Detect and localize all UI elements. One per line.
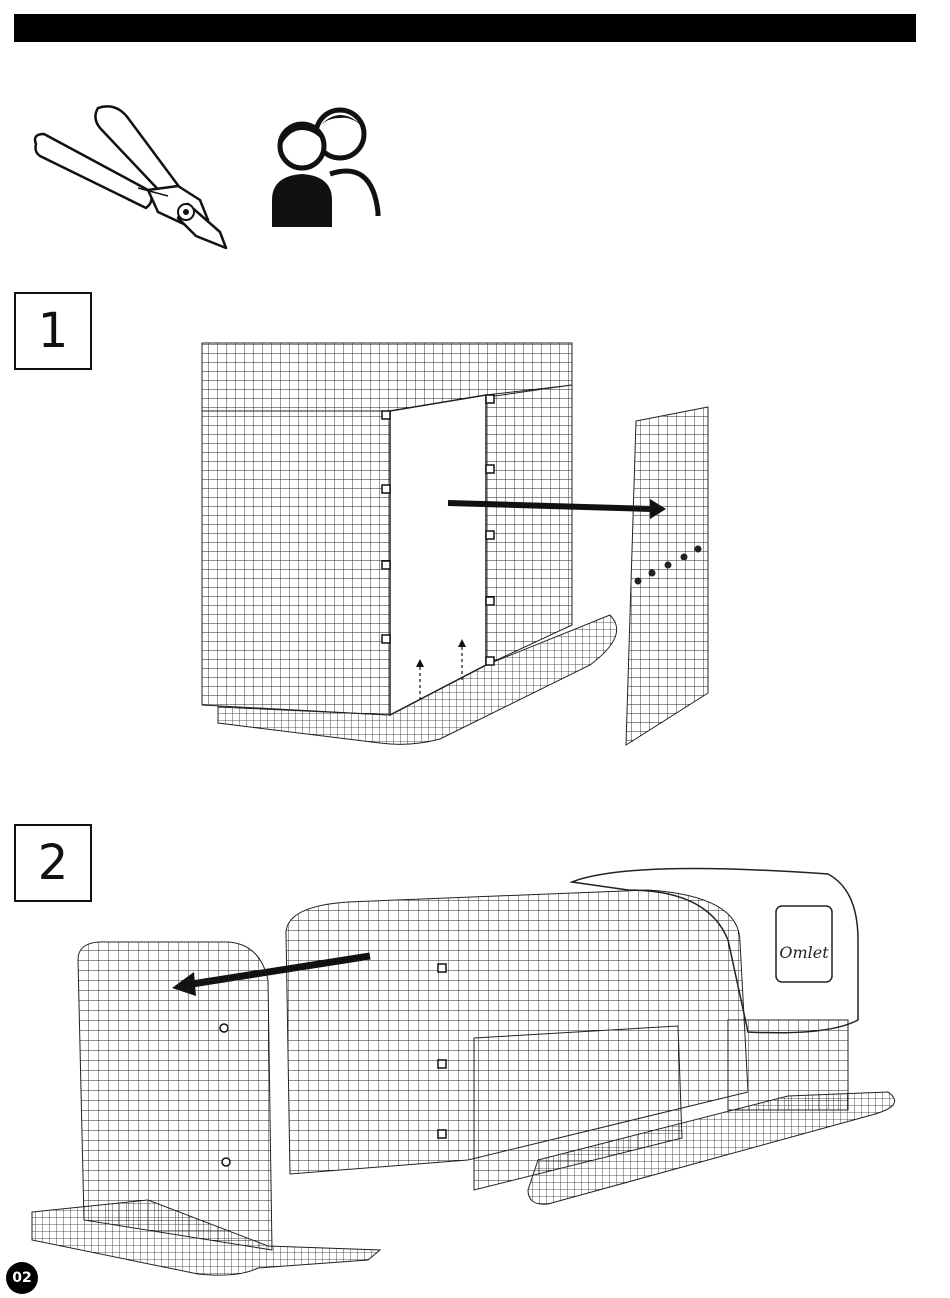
step-1-number: 1 — [38, 307, 69, 355]
side-cutters-icon — [28, 100, 233, 260]
step-1-illustration — [190, 335, 730, 755]
step-2-illustration: Omlet — [28, 860, 908, 1280]
page-number-badge: 02 — [6, 1262, 38, 1294]
omlet-logo: Omlet — [779, 943, 829, 962]
header-bar — [14, 14, 916, 42]
step-1-box: 1 — [14, 292, 92, 370]
two-person-icon — [268, 104, 383, 229]
